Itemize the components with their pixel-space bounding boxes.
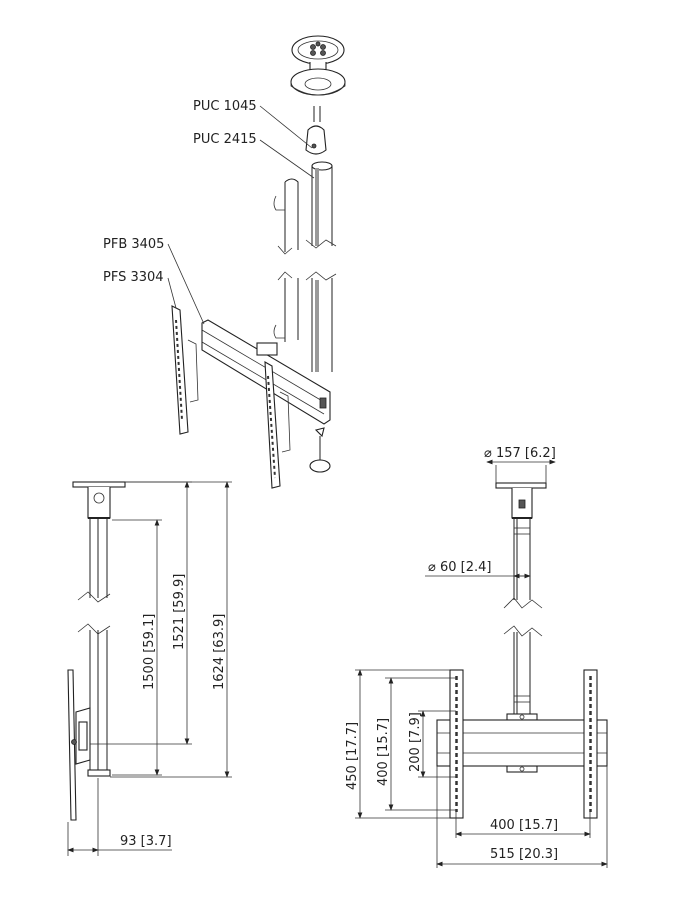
pole-lower [273, 271, 337, 372]
part-callouts: PUC 1045 PUC 2415 PFB 3405 PFS 3304 [103, 99, 315, 325]
side-view [67, 481, 126, 821]
part-label-pfb3405: PFB 3405 [103, 237, 164, 252]
front-ceiling-plate [495, 482, 547, 489]
front-strip-left [449, 669, 464, 819]
dim-515: 515 [20.3] [490, 847, 558, 862]
dim-pole-diameter: ⌀ 60 [2.4] [428, 560, 492, 575]
dim-1500: 1500 [59.1] [142, 614, 157, 690]
side-ceiling-plate [72, 481, 126, 488]
dim-93: 93 [3.7] [120, 834, 172, 849]
dim-400-vertical: 400 [15.7] [376, 718, 391, 786]
part-label-puc2415: PUC 2415 [193, 132, 257, 147]
vertical-strip-left [171, 305, 199, 435]
side-dimensions: 1500 [59.1] 1521 [59.9] 1624 [63.9] 93 [… [67, 481, 232, 856]
pole-upper [273, 161, 337, 255]
dim-1624: 1624 [63.9] [212, 614, 227, 690]
vertical-strip-right [264, 361, 291, 489]
part-label-puc1045: PUC 1045 [193, 99, 257, 114]
dim-plate-diameter: ⌀ 157 [6.2] [484, 446, 556, 461]
screws [313, 106, 321, 122]
part-label-pfs3304: PFS 3304 [103, 270, 164, 285]
dim-200: 200 [7.9] [408, 712, 423, 772]
front-view [436, 482, 608, 819]
dim-1521: 1521 [59.9] [172, 574, 187, 650]
pole-clamp [305, 125, 327, 155]
front-dimensions: ⌀ 157 [6.2] ⌀ 60 [2.4] 450 [17.7] 400 [1… [345, 446, 608, 868]
bottom-cap [309, 427, 331, 473]
dim-450: 450 [17.7] [345, 722, 360, 790]
side-display-plate [67, 669, 77, 821]
front-strip-right [583, 669, 598, 819]
side-pole [89, 518, 108, 598]
front-horizontal-bar [436, 719, 608, 767]
ceiling-plate [290, 35, 346, 96]
front-pole [513, 518, 531, 600]
dim-400-horizontal: 400 [15.7] [490, 818, 558, 833]
